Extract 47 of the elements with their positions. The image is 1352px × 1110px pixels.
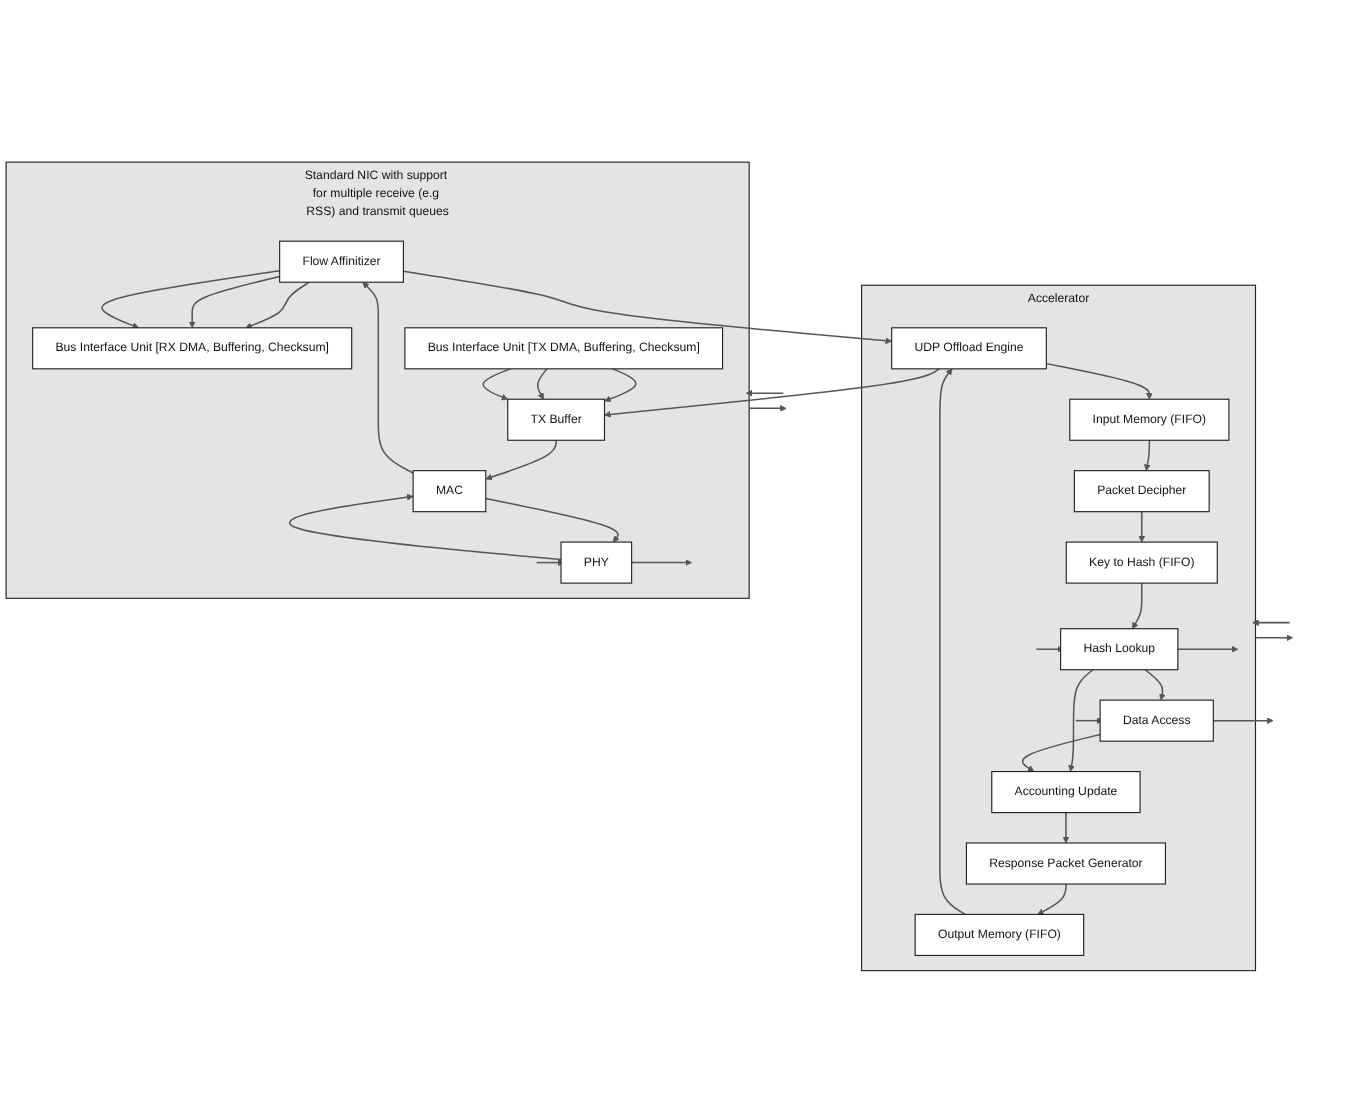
arrow	[245, 281, 310, 329]
arrow	[939, 368, 966, 916]
arrow	[1075, 717, 1104, 724]
process-box	[507, 398, 606, 441]
arrow	[402, 270, 892, 345]
arrow	[1037, 883, 1067, 915]
process-box	[965, 842, 1166, 885]
arrow	[630, 559, 692, 566]
process-box	[891, 327, 1047, 370]
arrow	[1068, 669, 1094, 772]
process-box	[32, 327, 353, 370]
arrow	[1252, 619, 1291, 626]
process-box	[279, 240, 404, 283]
arrow	[1045, 362, 1153, 400]
arrow	[1144, 669, 1166, 701]
arrow	[1021, 733, 1101, 772]
process-box	[412, 470, 487, 513]
arrow	[188, 275, 281, 329]
process-box	[991, 771, 1141, 814]
arrow	[362, 281, 414, 474]
arrow	[1138, 510, 1146, 543]
arrow	[1062, 811, 1070, 844]
arrow	[1035, 645, 1064, 653]
process-box	[1065, 541, 1218, 584]
arrow	[1177, 645, 1239, 653]
arrow	[1131, 582, 1143, 629]
arrow	[1212, 717, 1274, 724]
arrow	[748, 405, 787, 412]
process-box	[1073, 470, 1210, 513]
process-box	[1069, 398, 1230, 441]
arrow	[745, 389, 785, 397]
arrow	[485, 439, 557, 481]
process-box	[914, 913, 1085, 957]
arrow	[604, 368, 637, 403]
process-box	[404, 327, 724, 370]
arrow	[101, 270, 281, 329]
arrow	[1254, 634, 1294, 642]
arrow	[482, 368, 512, 401]
arrow	[289, 493, 562, 561]
arrow	[1144, 439, 1151, 471]
process-box	[560, 541, 633, 584]
arrow	[604, 368, 940, 418]
process-box	[1060, 628, 1179, 671]
arrow	[485, 497, 620, 543]
process-box	[1099, 699, 1214, 742]
arrow	[537, 368, 548, 400]
arrow	[535, 559, 565, 566]
